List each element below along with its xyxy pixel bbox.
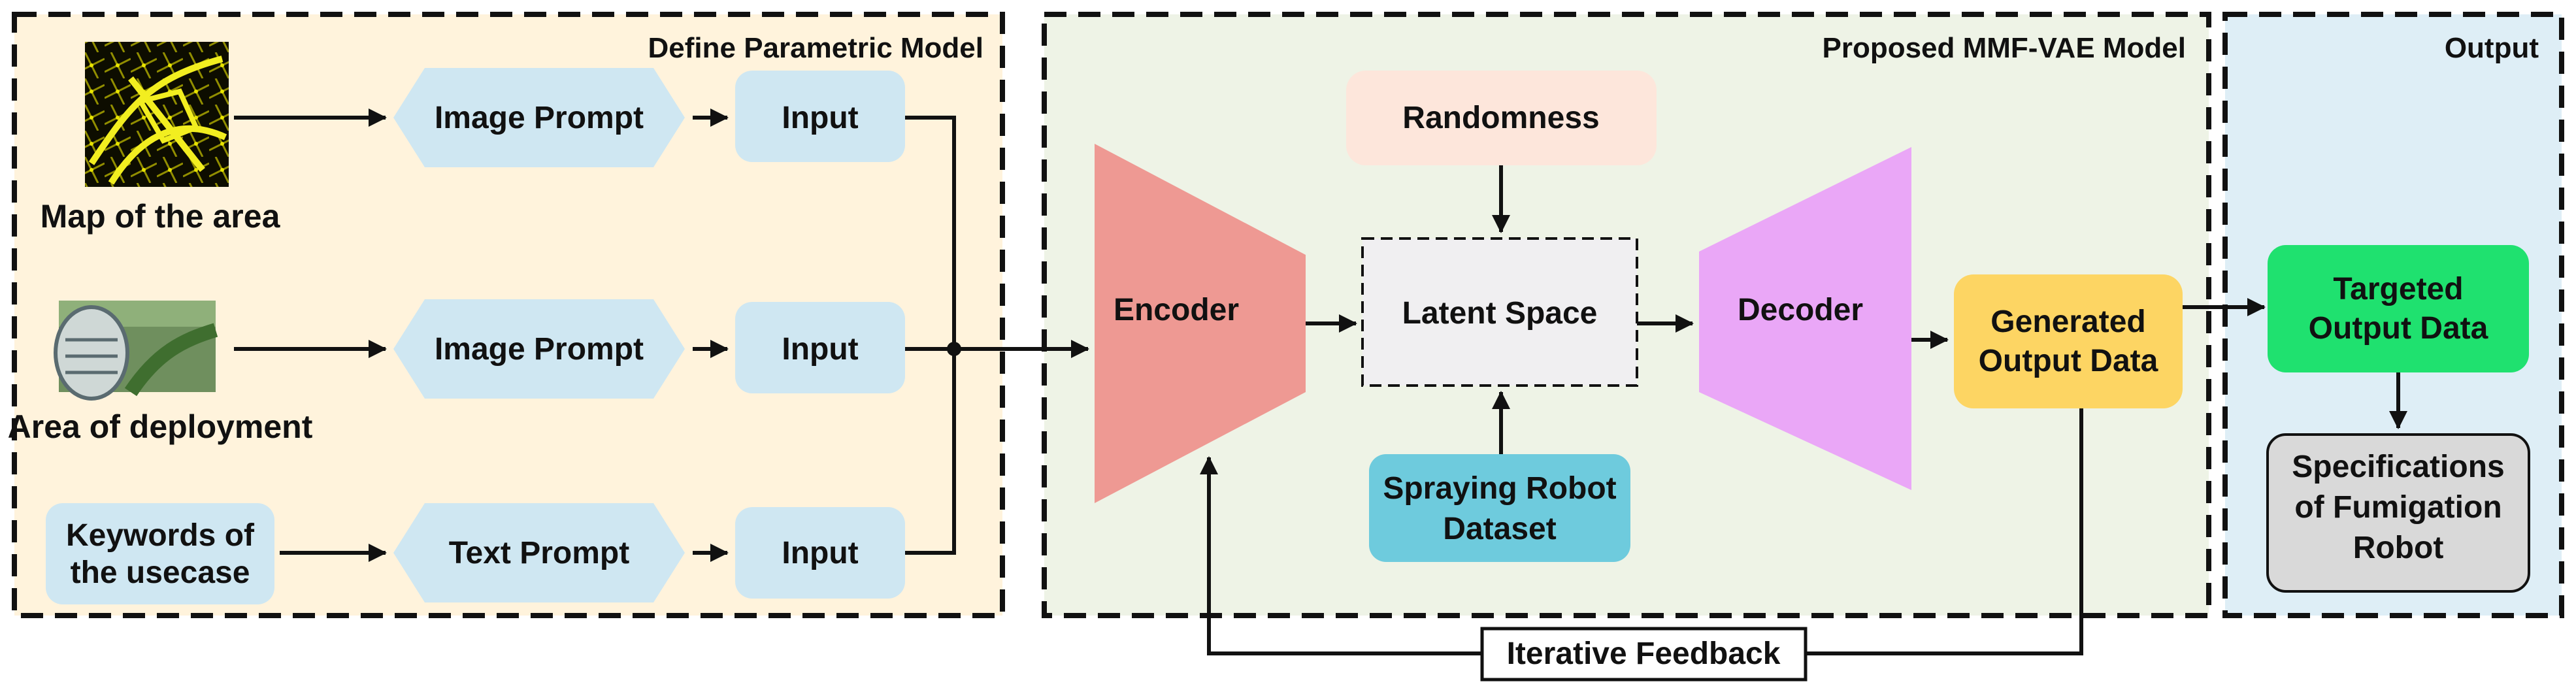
input-box-1 — [735, 71, 905, 162]
decoder-block — [1699, 147, 1911, 490]
deployment-photo-icon — [54, 301, 218, 401]
connector-input-1 — [905, 116, 956, 349]
output-section-title: Output — [2445, 32, 2539, 64]
define-section-title: Define Parametric Model — [648, 32, 984, 64]
dataset-label-line-2: Dataset — [1443, 512, 1556, 546]
text-prompt — [393, 503, 685, 602]
dataset-box — [1369, 454, 1630, 562]
map-thumbnail-icon — [85, 42, 229, 187]
dataset-label-line-1: Spraying Robot — [1383, 471, 1616, 506]
iterative-feedback-box — [1480, 627, 1808, 682]
latent-space-label: Latent Space — [1402, 296, 1598, 331]
latent-space-box — [1361, 237, 1638, 387]
input-box-3-label: Input — [782, 536, 858, 570]
targeted-label-line-2: Output Data — [2309, 311, 2488, 346]
text-prompt-label: Text Prompt — [449, 536, 629, 570]
specs-label-line-2: of Fumigation — [2294, 490, 2502, 525]
input-box-1-label: Input — [782, 101, 858, 135]
specs-label-line-1: Specifications — [2292, 450, 2504, 484]
image-prompt-2-label: Image Prompt — [435, 332, 644, 367]
iterative-feedback-label: Iterative Feedback — [1507, 636, 1781, 671]
generated-output-box — [1954, 274, 2183, 408]
keywords-box-line-1: Keywords of — [66, 518, 255, 553]
image-prompt-1 — [393, 68, 685, 167]
input-caption-1: Map of the area — [41, 198, 281, 235]
encoder-block — [1095, 144, 1306, 503]
input-caption-2: Area of deployment — [8, 408, 313, 445]
targeted-output-box — [2268, 245, 2529, 372]
junction-dot — [947, 342, 961, 356]
input-box-3 — [735, 507, 905, 599]
specs-label-line-3: Robot — [2353, 531, 2444, 565]
input-box-2 — [735, 302, 905, 393]
input-box-2-label: Input — [782, 332, 858, 367]
generated-label-line-1: Generated — [1990, 305, 2145, 339]
randomness-box — [1346, 71, 1657, 165]
keywords-box-line-2: the usecase — [71, 555, 250, 590]
generated-label-line-2: Output Data — [1979, 344, 2158, 378]
randomness-label: Randomness — [1402, 101, 1599, 135]
proposed-section-title: Proposed MMF-VAE Model — [1822, 32, 2186, 64]
image-prompt-2 — [393, 299, 685, 399]
image-prompt-1-label: Image Prompt — [435, 101, 644, 135]
keywords-box — [46, 503, 274, 604]
targeted-label-line-1: Targeted — [2333, 272, 2463, 306]
decoder-label: Decoder — [1738, 293, 1863, 327]
encoder-label: Encoder — [1114, 293, 1239, 327]
specifications-box — [2266, 433, 2530, 593]
connector-input-3 — [905, 349, 956, 555]
